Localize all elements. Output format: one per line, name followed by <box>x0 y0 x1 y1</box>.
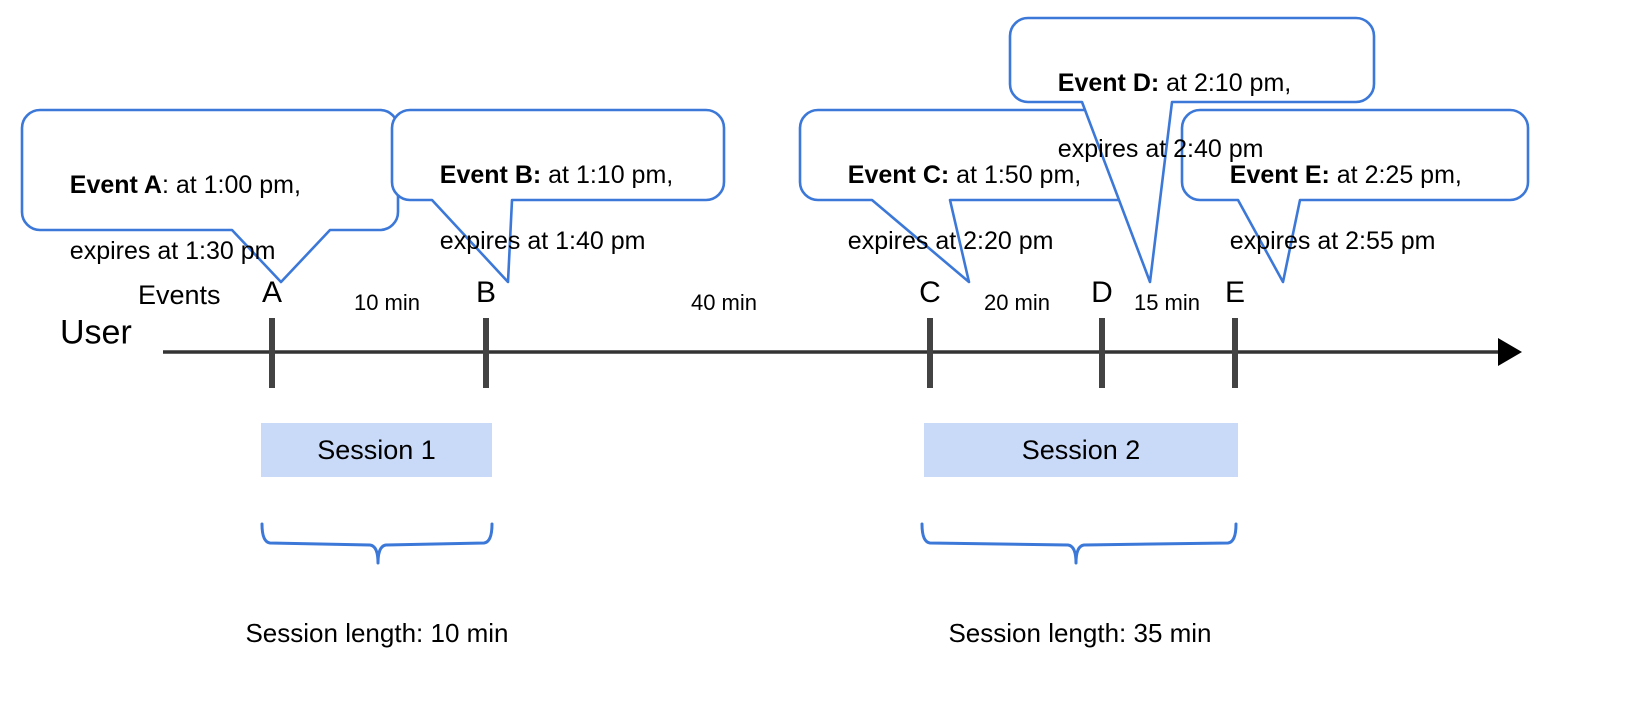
callout-text-event-c: Event C: at 1:50 pm, expires at 2:20 pm <box>820 126 1130 291</box>
interval-label-d-e: 15 min <box>1133 290 1201 315</box>
callout-line1-event-e: at 2:25 pm, <box>1336 161 1462 189</box>
callout-label-event-e: Event E: <box>1229 161 1330 189</box>
callout-line2-event-c: expires at 2:20 pm <box>847 227 1054 255</box>
callout-bubble-event-d <box>1008 16 1376 284</box>
timeline-arrowhead <box>1498 338 1522 366</box>
session-label-session-1: Session 1 <box>317 434 436 465</box>
callout-line2-event-d: expires at 2:40 pm <box>1057 135 1264 163</box>
callout-text-event-d: Event D: at 2:10 pm, expires at 2:40 pm <box>1030 34 1360 199</box>
interval-label-c-d: 20 min <box>983 290 1051 315</box>
callout-line1-event-a: at 1:00 pm, <box>175 171 301 199</box>
callout-label-event-b: Event B: <box>439 161 542 189</box>
callout-line2-event-e: expires at 2:55 pm <box>1229 227 1436 255</box>
session-2-brace <box>920 522 1238 565</box>
timeline-row-label: User <box>60 313 132 352</box>
session-label-session-2: Session 2 <box>1021 434 1141 465</box>
tick-label-e: E <box>1224 276 1245 309</box>
callout-bubble-event-e <box>1180 108 1530 284</box>
interval-label-a-b: 10 min <box>353 290 421 315</box>
session-box-session-1[interactable]: Session 1 <box>261 423 492 477</box>
timeline-series-label: Events <box>138 280 221 310</box>
callout-label-event-c: Event C: <box>847 161 950 189</box>
callout-text-event-b: Event B: at 1:10 pm, expires at 1:40 pm <box>412 126 722 291</box>
session-box-session-2[interactable]: Session 2 <box>924 423 1238 477</box>
callout-line1-event-d: at 2:10 pm, <box>1166 69 1292 97</box>
callout-separator-event-a: : <box>161 171 176 199</box>
session-1-brace <box>260 522 494 565</box>
interval-label-b-c: 40 min <box>690 290 758 315</box>
tick-label-b: B <box>475 276 496 309</box>
session-caption-session-2: Session length: 35 min <box>948 618 1212 648</box>
callout-label-event-d: Event D: <box>1057 69 1160 97</box>
callout-separator-event-e <box>1330 161 1337 189</box>
callout-bubble-event-b <box>390 108 726 284</box>
callout-text-event-a: Event A: at 1:00 pm, expires at 1:30 pm <box>42 136 382 301</box>
session-caption-session-1: Session length: 10 min <box>245 618 509 648</box>
callout-line2-event-b: expires at 1:40 pm <box>439 227 646 255</box>
callout-line2-event-a: expires at 1:30 pm <box>69 237 276 265</box>
callout-line1-event-c: at 1:50 pm, <box>956 161 1082 189</box>
callout-label-event-a: Event A <box>69 171 162 199</box>
callout-line1-event-b: at 1:10 pm, <box>548 161 674 189</box>
callout-text-event-e: Event E: at 2:25 pm, expires at 2:55 pm <box>1202 126 1522 291</box>
tick-label-a: A <box>261 276 282 309</box>
callout-bubble-event-a <box>20 108 400 284</box>
tick-label-c: C <box>919 276 941 309</box>
tick-label-d: D <box>1091 276 1113 309</box>
